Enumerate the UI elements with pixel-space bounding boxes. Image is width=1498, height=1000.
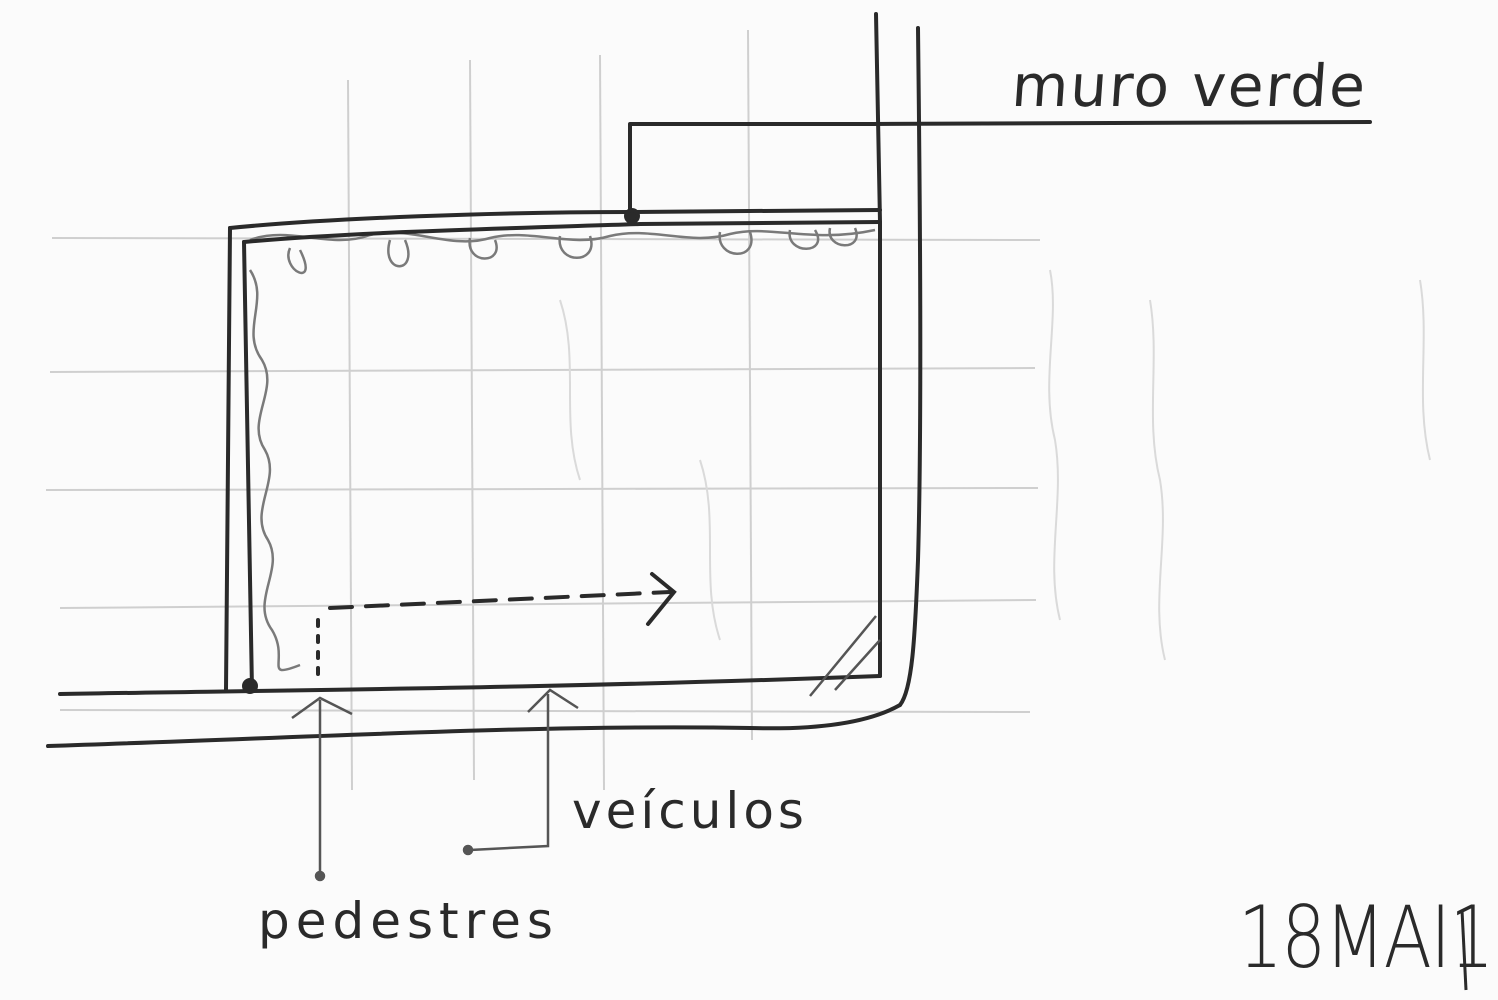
pedestrians-label: pedestres (258, 892, 559, 950)
vehicles-label: veículos (572, 782, 808, 840)
green-wall-label: muro verde (1009, 52, 1370, 120)
green-wall-vegetation (248, 227, 876, 672)
date-strokes (1460, 909, 1468, 991)
pointer-leaders (291, 688, 579, 882)
date-label: 18MAI17 (1238, 888, 1498, 988)
main-walls (46, 12, 1372, 748)
circulation-arrow (316, 572, 677, 682)
faint-scribbles (559, 269, 1431, 661)
corner-marks (809, 615, 881, 697)
faint-grid (45, 29, 1041, 791)
